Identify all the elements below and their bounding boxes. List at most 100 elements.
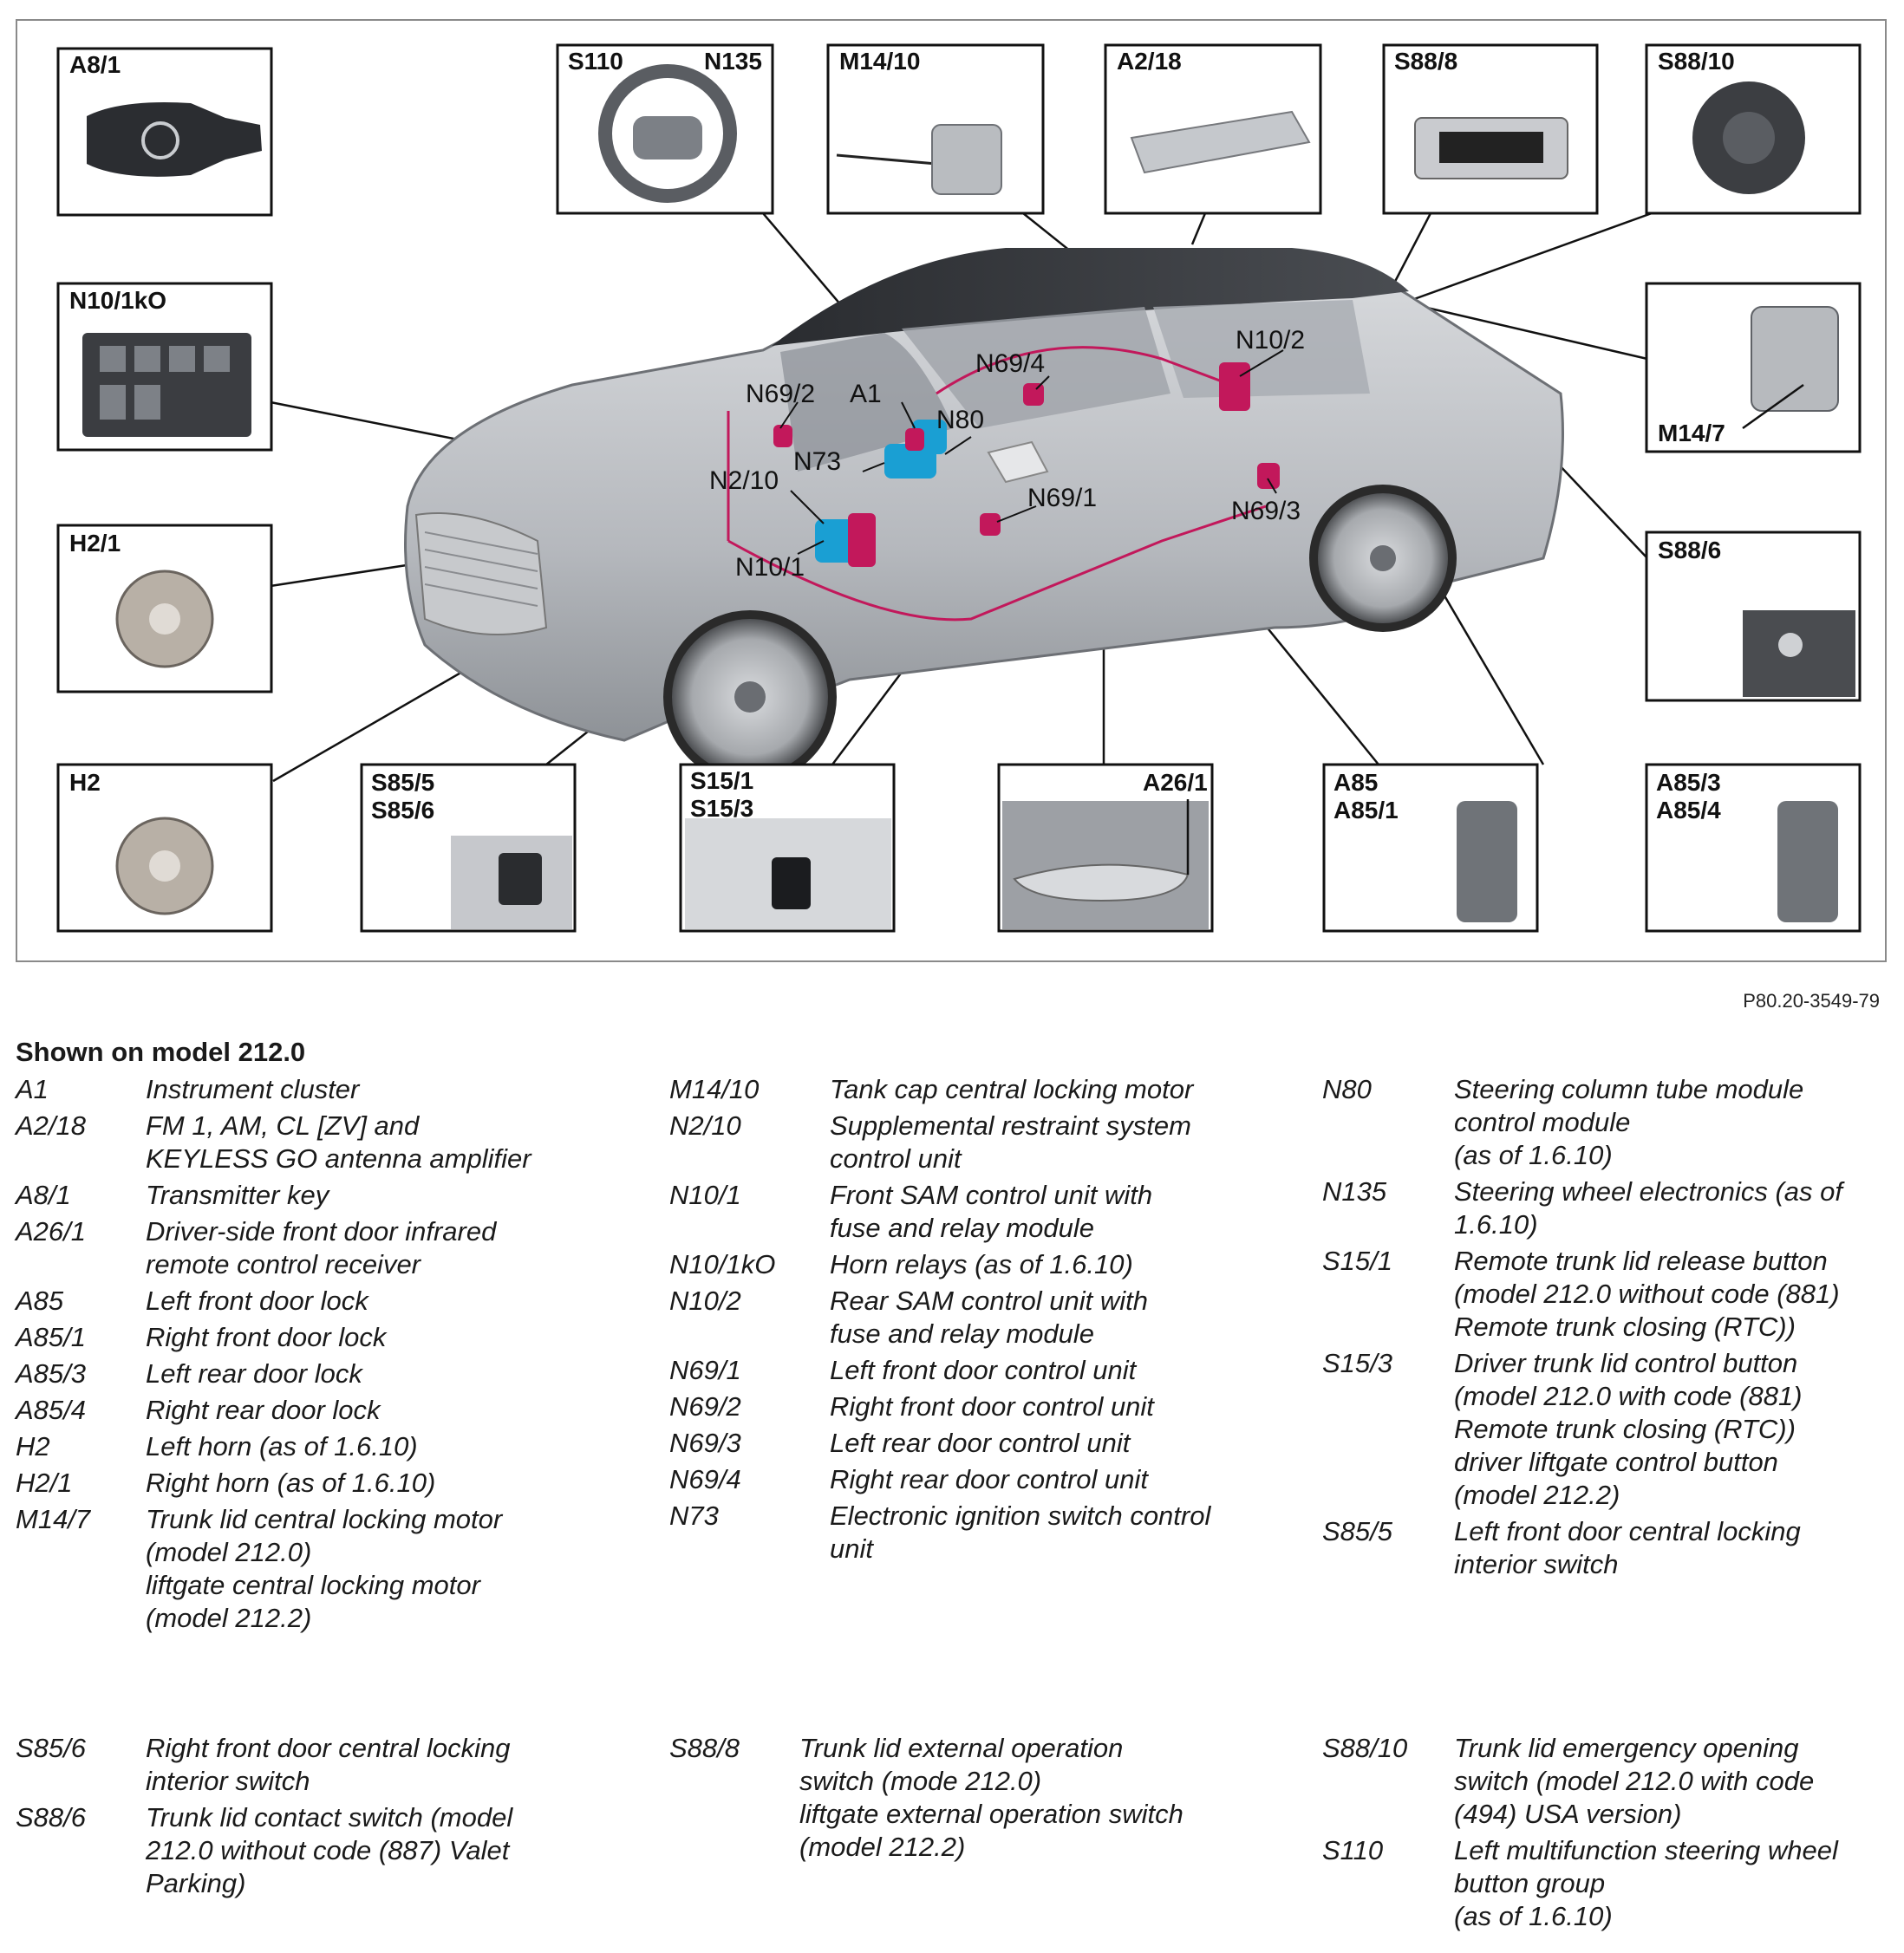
callout-a26-1: A26/1 [1143, 769, 1208, 796]
legend-entry: A85 Left front door lock [16, 1285, 640, 1318]
legend-bottom-2: S88/8 Trunk lid external operation switch… [669, 1732, 1276, 1867]
legend-entry: H2/1 Right horn (as of 1.6.10) [16, 1467, 640, 1500]
legend-code: A2/18 [16, 1110, 87, 1141]
legend-entry: N2/10 Supplemental restraint system contr… [669, 1110, 1276, 1175]
legend-code: N135 [1322, 1176, 1387, 1207]
legend-title: Shown on model 212.0 [16, 1037, 306, 1067]
legend-code: S85/5 [1322, 1516, 1393, 1546]
legend-description: Driver-side front door infrared remote c… [146, 1216, 497, 1279]
label-n69-2: N69/2 [746, 380, 815, 408]
legend-code: M14/10 [669, 1074, 760, 1104]
legend-description: Left front door control unit [830, 1355, 1137, 1385]
label-n73: N73 [793, 447, 841, 476]
thumbnails [82, 64, 1855, 929]
legend-entry: N80 Steering column tube module control m… [1322, 1073, 1894, 1172]
legend-entry: M14/7 Trunk lid central locking motor (mo… [16, 1503, 640, 1635]
callout-m14-10: M14/10 [839, 48, 920, 75]
legend-code: A1 [16, 1074, 49, 1104]
legend-description: Right rear door control unit [830, 1464, 1149, 1494]
car-component-diagram: N69/2 A1 N69/4 N10/2 N80 N73 N2/10 N69/1… [56, 43, 1862, 933]
legend-column-3: N80 Steering column tube module control m… [1322, 1073, 1894, 1585]
legend-entry: S110 Left multifunction steering wheel bu… [1322, 1834, 1894, 1933]
legend-code: H2 [16, 1431, 50, 1461]
callout-h2-1: H2/1 [69, 530, 121, 557]
label-a1: A1 [850, 380, 882, 408]
legend-description: Left rear door lock [146, 1358, 362, 1389]
legend-entry: N69/4 Right rear door control unit [669, 1463, 1276, 1496]
legend-description: Horn relays (as of 1.6.10) [830, 1249, 1133, 1279]
legend-description: Trunk lid central locking motor (model 2… [146, 1504, 503, 1633]
legend-description: Steering column tube module control modu… [1454, 1074, 1804, 1170]
legend-code: N2/10 [669, 1110, 741, 1141]
callout-h2: H2 [69, 769, 101, 796]
legend-description: Transmitter key [146, 1180, 329, 1210]
legend-code: A85 [16, 1286, 64, 1316]
legend-code: S15/1 [1322, 1246, 1393, 1276]
callout-s15-3: S15/3 [690, 795, 753, 822]
label-n69-4: N69/4 [975, 349, 1045, 378]
legend-code: N69/1 [669, 1355, 741, 1385]
legend-code: A85/1 [16, 1322, 87, 1352]
legend-code: S88/10 [1322, 1733, 1408, 1763]
car-labels [779, 349, 1284, 555]
callout-s88-6: S88/6 [1658, 537, 1721, 563]
legend-code: H2/1 [16, 1468, 73, 1498]
legend-code: S110 [1322, 1835, 1384, 1865]
legend-code: N73 [669, 1501, 719, 1531]
diagram-frame: N69/2 A1 N69/4 N10/2 N80 N73 N2/10 N69/1… [16, 19, 1887, 962]
label-n69-1: N69/1 [1027, 484, 1097, 512]
legend-bottom-3: S88/10 Trunk lid emergency opening switch… [1322, 1732, 1894, 1937]
legend-description: Left front door lock [146, 1286, 368, 1316]
legend-description: Right rear door lock [146, 1395, 381, 1425]
legend-entry: N10/2 Rear SAM control unit with fuse and… [669, 1285, 1276, 1351]
label-n10-2: N10/2 [1236, 326, 1305, 355]
legend-description: Left multifunction steering wheel button… [1454, 1835, 1838, 1931]
legend-code: N10/2 [669, 1286, 741, 1316]
callout-a85-4: A85/4 [1656, 797, 1721, 824]
callout-n10-1ko: N10/1kO [69, 287, 166, 314]
legend-description: Left rear door control unit [830, 1428, 1131, 1458]
legend-description: Trunk lid contact switch (model 212.0 wi… [146, 1802, 513, 1898]
legend-code: S15/3 [1322, 1348, 1393, 1378]
legend-code: N80 [1322, 1074, 1372, 1104]
callout-a85-3: A85/3 [1656, 769, 1721, 796]
legend-description: Right front door central locking interio… [146, 1733, 511, 1796]
callout-s88-10: S88/10 [1658, 48, 1735, 75]
callout-s85-6: S85/6 [371, 797, 434, 824]
legend-description: Trunk lid emergency opening switch (mode… [1454, 1733, 1815, 1829]
callout-s15-1: S15/1 [690, 767, 753, 794]
legend-description: Right horn (as of 1.6.10) [146, 1468, 436, 1498]
label-n80: N80 [936, 406, 984, 434]
legend-code: N69/4 [669, 1464, 741, 1494]
legend-description: Trunk lid external operation switch (mod… [799, 1733, 1183, 1862]
legend-code: S88/6 [16, 1802, 87, 1833]
callout-a2-18: A2/18 [1117, 48, 1182, 75]
legend-description: Tank cap central locking motor [830, 1074, 1194, 1104]
legend-entry: N69/1 Left front door control unit [669, 1354, 1276, 1387]
legend-entry: S88/6 Trunk lid contact switch (model 212… [16, 1801, 640, 1900]
legend-description: Supplemental restraint system control un… [830, 1110, 1191, 1174]
legend-entry: S88/10 Trunk lid emergency opening switch… [1322, 1732, 1894, 1831]
legend-description: Rear SAM control unit with fuse and rela… [830, 1286, 1148, 1349]
legend-code: N10/1 [669, 1180, 741, 1210]
label-n69-3: N69/3 [1231, 497, 1301, 525]
legend-description: FM 1, AM, CL [ZV] and KEYLESS GO antenna… [146, 1110, 531, 1174]
legend-code: M14/7 [16, 1504, 91, 1534]
legend-code: S88/8 [669, 1733, 740, 1763]
legend-entry: S15/3 Driver trunk lid control button (mo… [1322, 1347, 1894, 1512]
legend-description: Driver trunk lid control button (model 2… [1454, 1348, 1803, 1510]
